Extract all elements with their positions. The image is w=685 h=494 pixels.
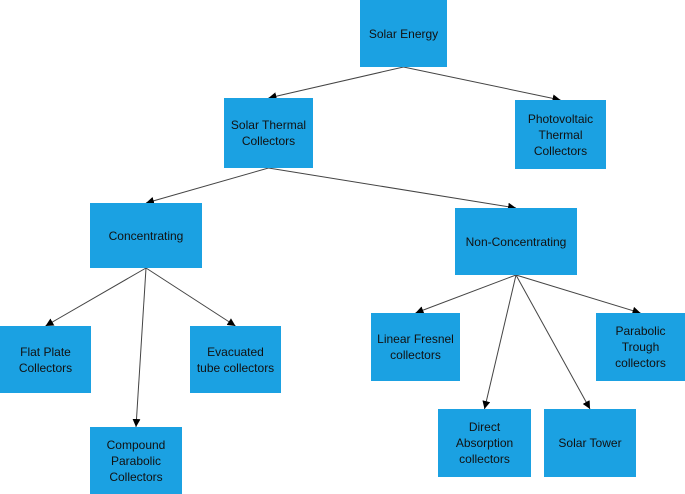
connector-concentrating-to-compound_parabolic <box>132 267 147 428</box>
connector-non_concentrating-to-direct_absorption <box>482 274 517 410</box>
connector-concentrating-to-evacuated_tube <box>145 267 236 327</box>
node-photovoltaic-thermal-collectors: Photovoltaic Thermal Collectors <box>515 100 606 169</box>
node-direct-absorption-collectors: Direct Absorption collectors <box>438 409 531 477</box>
node-compound-parabolic-collectors: Compound Parabolic Collectors <box>90 427 182 494</box>
node-solar-thermal-collectors: Solar Thermal Collectors <box>224 98 313 168</box>
node-linear-fresnel-collectors: Linear Fresnel collectors <box>371 313 460 381</box>
connector-solar_energy-to-solar_thermal <box>268 66 404 101</box>
node-solar-energy: Solar Energy <box>360 0 447 67</box>
connector-solar_thermal-to-concentrating <box>145 167 269 205</box>
connector-solar_thermal-to-non_concentrating <box>268 167 517 211</box>
node-parabolic-trough-collectors: Parabolic Trough collectors <box>596 313 685 381</box>
connector-non_concentrating-to-linear_fresnel <box>415 274 517 314</box>
node-flat-plate-collectors: Flat Plate Collectors <box>0 326 91 393</box>
connector-concentrating-to-flat_plate <box>45 267 147 327</box>
connector-solar_energy-to-photovoltaic_thermal <box>403 66 561 103</box>
node-evacuated-tube-collectors: Evacuated tube collectors <box>190 326 281 393</box>
connector-non_concentrating-to-solar_tower <box>515 274 591 410</box>
node-concentrating: Concentrating <box>90 203 202 268</box>
node-solar-tower: Solar Tower <box>544 409 636 477</box>
node-non-concentrating: Non-Concentrating <box>455 208 577 275</box>
connector-non_concentrating-to-parabolic_trough <box>515 274 641 315</box>
